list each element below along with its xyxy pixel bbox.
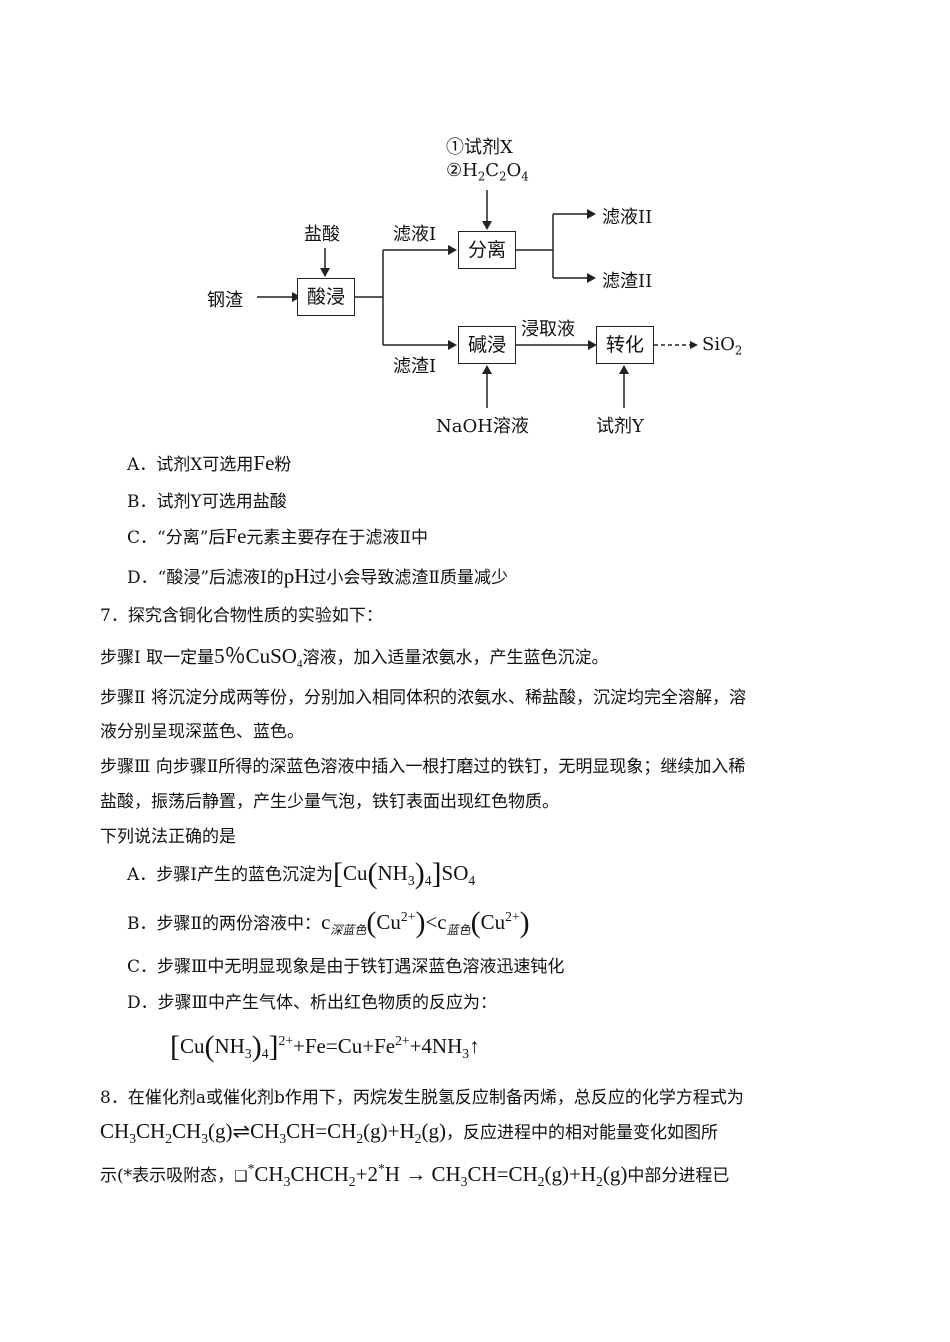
- q7-ask: 下列说法正确的是: [100, 827, 236, 847]
- hcl-label: 盐酸: [304, 224, 340, 245]
- q7-option-b: B．步骤Ⅱ的两份溶液中：c深蓝色(Cu2+)<c蓝色(Cu2+): [127, 906, 530, 939]
- naoh-label: NaOH溶液: [436, 416, 529, 437]
- q7-step3-line2: 盐酸，振荡后静置，产生少量气泡，铁钉表面出现红色物质。: [100, 792, 559, 812]
- q7-step2-line2: 液分别呈现深蓝色、蓝色。: [100, 722, 304, 742]
- sio2-label: SiO2: [702, 334, 743, 358]
- acid-leach-box: 酸浸: [297, 278, 355, 316]
- slag-label: 钢渣: [207, 290, 243, 311]
- alkali-leach-box: 碱浸: [458, 326, 516, 364]
- q7-equation: [Cu(NH3)4]2++Fe=Cu+Fe2++4NH3↑: [170, 1030, 480, 1063]
- filtrate1-label: 滤液I: [393, 224, 437, 245]
- q8-line1: 8．在催化剂a或催化剂b作用下，丙烷发生脱氢反应制备丙烯，总反应的化学方程式为: [100, 1088, 744, 1108]
- q7-stem: 7．探究含铜化合物性质的实验如下：: [100, 606, 383, 626]
- residue2-label: 滤渣II: [602, 271, 653, 292]
- q7-step2-line1: 步骤Ⅱ 将沉淀分成两等份，分别加入相同体积的浓氨水、稀盐酸，沉淀均完全溶解，溶: [100, 688, 746, 708]
- q6-option-c: C．“分离”后Fe元素主要存在于滤液Ⅱ中: [127, 524, 428, 548]
- transform-box: 转化: [596, 326, 654, 364]
- q7-option-d: D．步骤Ⅲ中产生气体、析出红色物质的反应为：: [127, 993, 498, 1013]
- q7-option-a: A．步骤Ⅰ产生的蓝色沉淀为[Cu(NH3)4]SO4: [127, 857, 476, 890]
- q6-option-b: B．试剂Y可选用盐酸: [127, 492, 287, 512]
- q7-option-c: C．步骤Ⅲ中无明显现象是由于铁钉遇深蓝色溶液迅速钝化: [127, 957, 565, 977]
- separate-box: 分离: [458, 231, 516, 269]
- leachate-label: 浸取液: [521, 319, 575, 340]
- reagent-x-label: ①试剂X: [446, 137, 513, 158]
- filtrate2-label: 滤液II: [602, 207, 653, 228]
- reagent-y-label: 试剂Y: [596, 416, 644, 437]
- q8-line2: CH3CH2CH3(g)⇌CH3CH=CH2(g)+H2(g)，反应进程中的相对…: [100, 1119, 718, 1147]
- q7-step1: 步骤Ⅰ 取一定量5％CuSO4溶液，加入适量浓氨水，产生蓝色沉淀。: [100, 644, 609, 671]
- q6-option-a: A．试剂X可选用Fe粉: [127, 451, 292, 475]
- flow-diagram-lines: [257, 190, 698, 408]
- q8-line3: 示(*表示吸附态，❑*CH3CHCH2+2*H → CH3CH=CH2(g)+H…: [100, 1161, 730, 1190]
- q7-step3-line1: 步骤Ⅲ 向步骤Ⅱ所得的深蓝色溶液中插入一根打磨过的铁钉，无明显现象；继续加入稀: [100, 757, 746, 777]
- oxalic-acid-label: ②H2C2O4: [446, 160, 529, 184]
- residue1-label: 滤渣I: [393, 356, 437, 377]
- q6-option-d: D．“酸浸”后滤液Ⅰ的pH过小会导致滤渣Ⅱ质量减少: [127, 564, 508, 588]
